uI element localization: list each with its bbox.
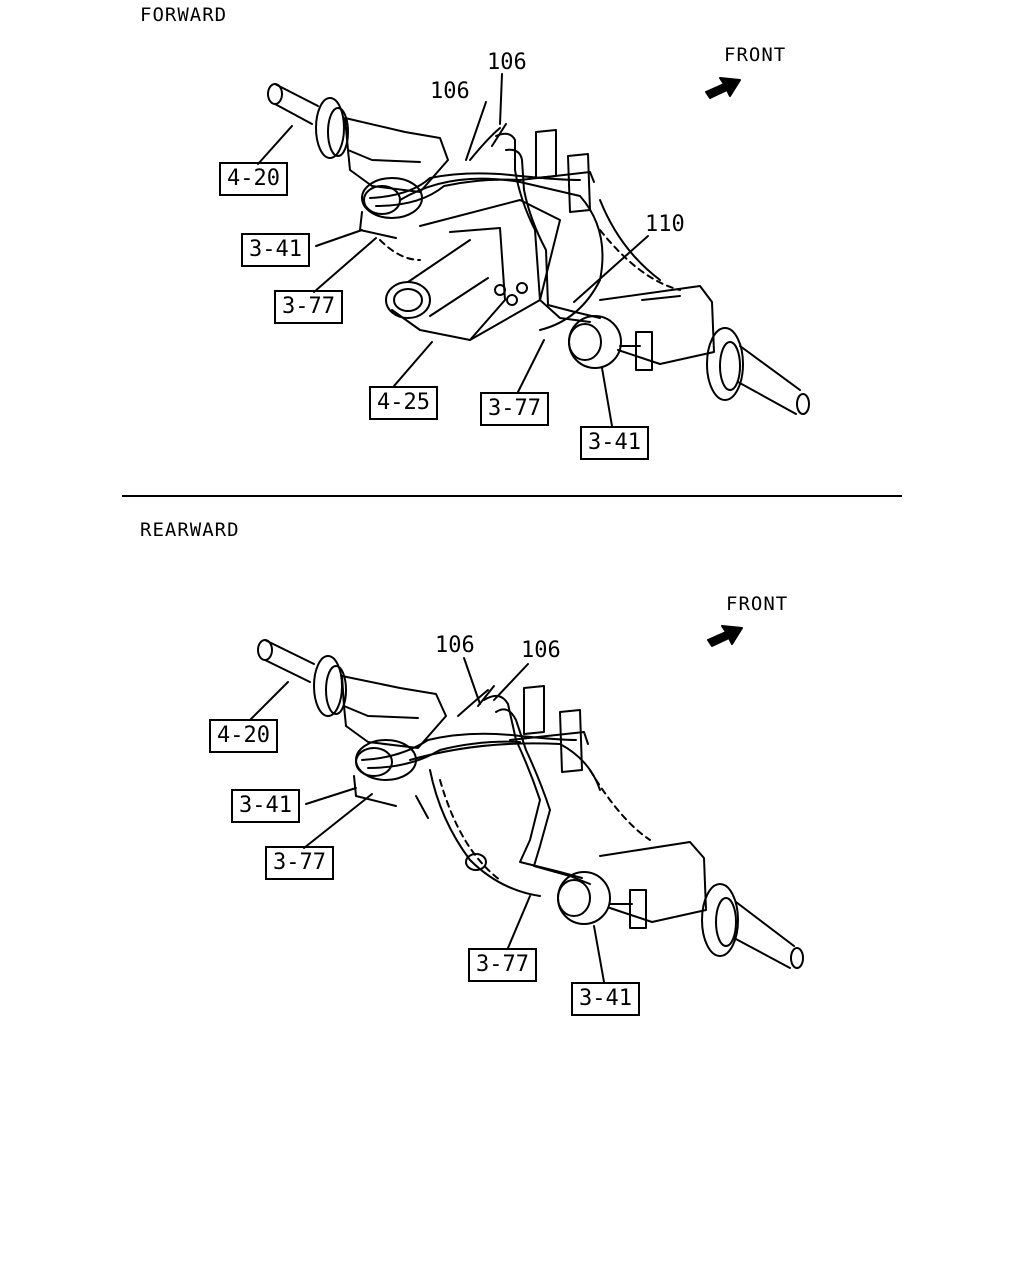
rearward-front-label: FRONT [726,593,789,615]
rearward-ref-3-77-right: 3-77 [468,948,537,982]
rearward-ref-3-41-left: 3-41 [231,789,300,823]
rearward-ref-3-77-left: 3-77 [265,846,334,880]
rearward-title: REARWARD [140,519,240,541]
rearward-front-arrow-icon [707,625,743,647]
forward-front-arrow-icon [705,77,741,99]
forward-callout-110: 110 [645,212,685,237]
rearward-callout-106b: 106 [521,638,561,663]
rearward-ref-4-20: 4-20 [209,719,278,753]
section-divider [122,495,902,497]
forward-ref-4-20: 4-20 [219,162,288,196]
forward-title: FORWARD [140,4,228,26]
forward-ref-3-77-left: 3-77 [274,290,343,324]
rearward-axle-drawing [249,639,804,983]
forward-front-label: FRONT [724,44,787,66]
forward-ref-4-25: 4-25 [369,386,438,420]
forward-ref-3-41-left: 3-41 [241,233,310,267]
rearward-callout-106a: 106 [435,633,475,658]
forward-ref-3-41-right: 3-41 [580,426,649,460]
forward-ref-3-77-right: 3-77 [480,392,549,426]
forward-callout-106b: 106 [430,79,470,104]
forward-axle-drawing [257,73,810,427]
forward-callout-106a: 106 [487,50,527,75]
rearward-ref-3-41-right: 3-41 [571,982,640,1016]
